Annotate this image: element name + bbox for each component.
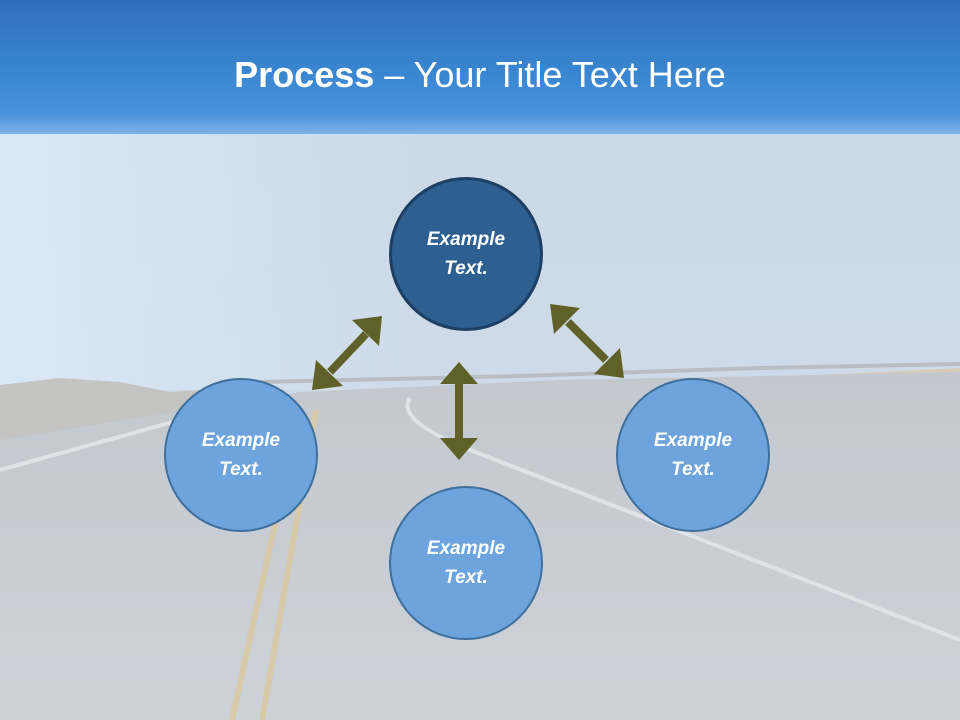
process-node-bottom: Example Text. [389,486,543,640]
process-node-left-label: Example Text. [201,430,281,480]
process-node-left: Example Text. [164,378,318,532]
process-node-bottom-label: Example Text. [426,538,506,588]
arrow-top-right [550,304,624,378]
arrow-top-left [312,316,382,390]
process-node-right: Example Text. [616,378,770,532]
process-node-right-label: Example Text. [653,430,733,480]
title-bar [0,0,960,134]
slide-title: Process – Your Title Text Here [0,52,960,98]
process-node-top-label: Example Text. [426,229,506,279]
arrow-vertical [440,362,478,460]
title-rest: – Your Title Text Here [374,54,726,95]
title-bold: Process [234,54,375,95]
process-node-top: Example Text. [389,177,543,331]
